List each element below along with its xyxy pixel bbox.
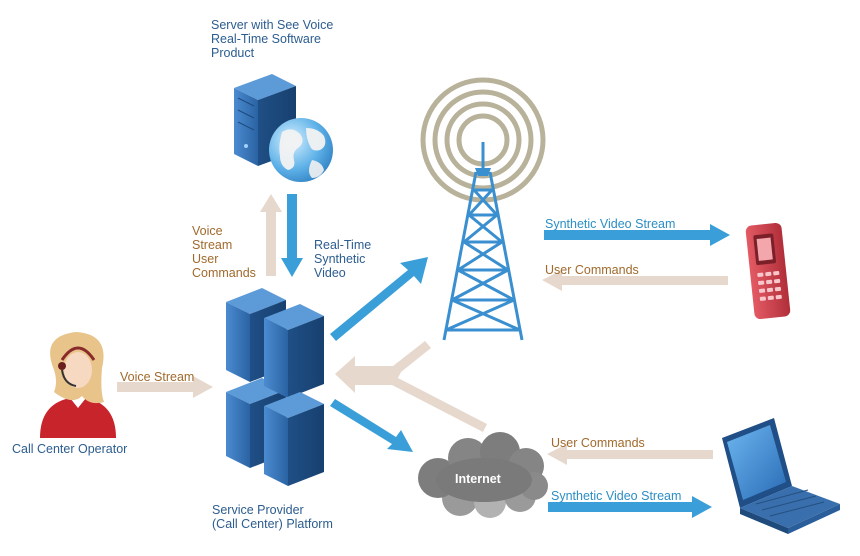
arrow-merge-to-cluster [335, 341, 487, 432]
platform-label: Service Provider (Call Center) Platform [212, 503, 333, 531]
tower-icon [420, 77, 546, 341]
user-commands-phone-label: User Commands [545, 263, 639, 277]
server-label: Server with See Voice Real-Time Software… [211, 18, 334, 60]
arrow-video-down [281, 194, 303, 277]
user-commands-laptop-label: User Commands [551, 436, 645, 450]
laptop-icon [722, 418, 840, 534]
arrow-voice-up [260, 194, 282, 276]
arrow-video-to-phone [544, 224, 730, 246]
phone-icon [745, 222, 791, 320]
synthetic-video-phone-label: Synthetic Video Stream [545, 217, 676, 231]
call-center-operator-label: Call Center Operator [12, 442, 128, 456]
arrow-cluster-to-tower [330, 257, 428, 341]
arrow-commands-from-laptop [547, 444, 713, 465]
arrow-video-to-laptop [548, 496, 712, 518]
internet-label: Internet [455, 472, 501, 486]
voice-stream-commands-label: Voice Stream User Commands [192, 224, 256, 280]
arrow-cluster-to-internet [330, 399, 413, 452]
cloud-icon [418, 432, 548, 518]
arrow-commands-from-phone [542, 270, 728, 291]
synthetic-video-laptop-label: Synthetic Video Stream [551, 489, 682, 503]
server-cluster-icon [226, 288, 324, 486]
realtime-video-label: Real-Time Synthetic Video [314, 238, 372, 280]
voice-stream-operator-label: Voice Stream [120, 370, 195, 384]
arrow-voice-from-operator [117, 376, 213, 398]
operator-icon [40, 332, 116, 438]
globe-icon [269, 118, 333, 182]
